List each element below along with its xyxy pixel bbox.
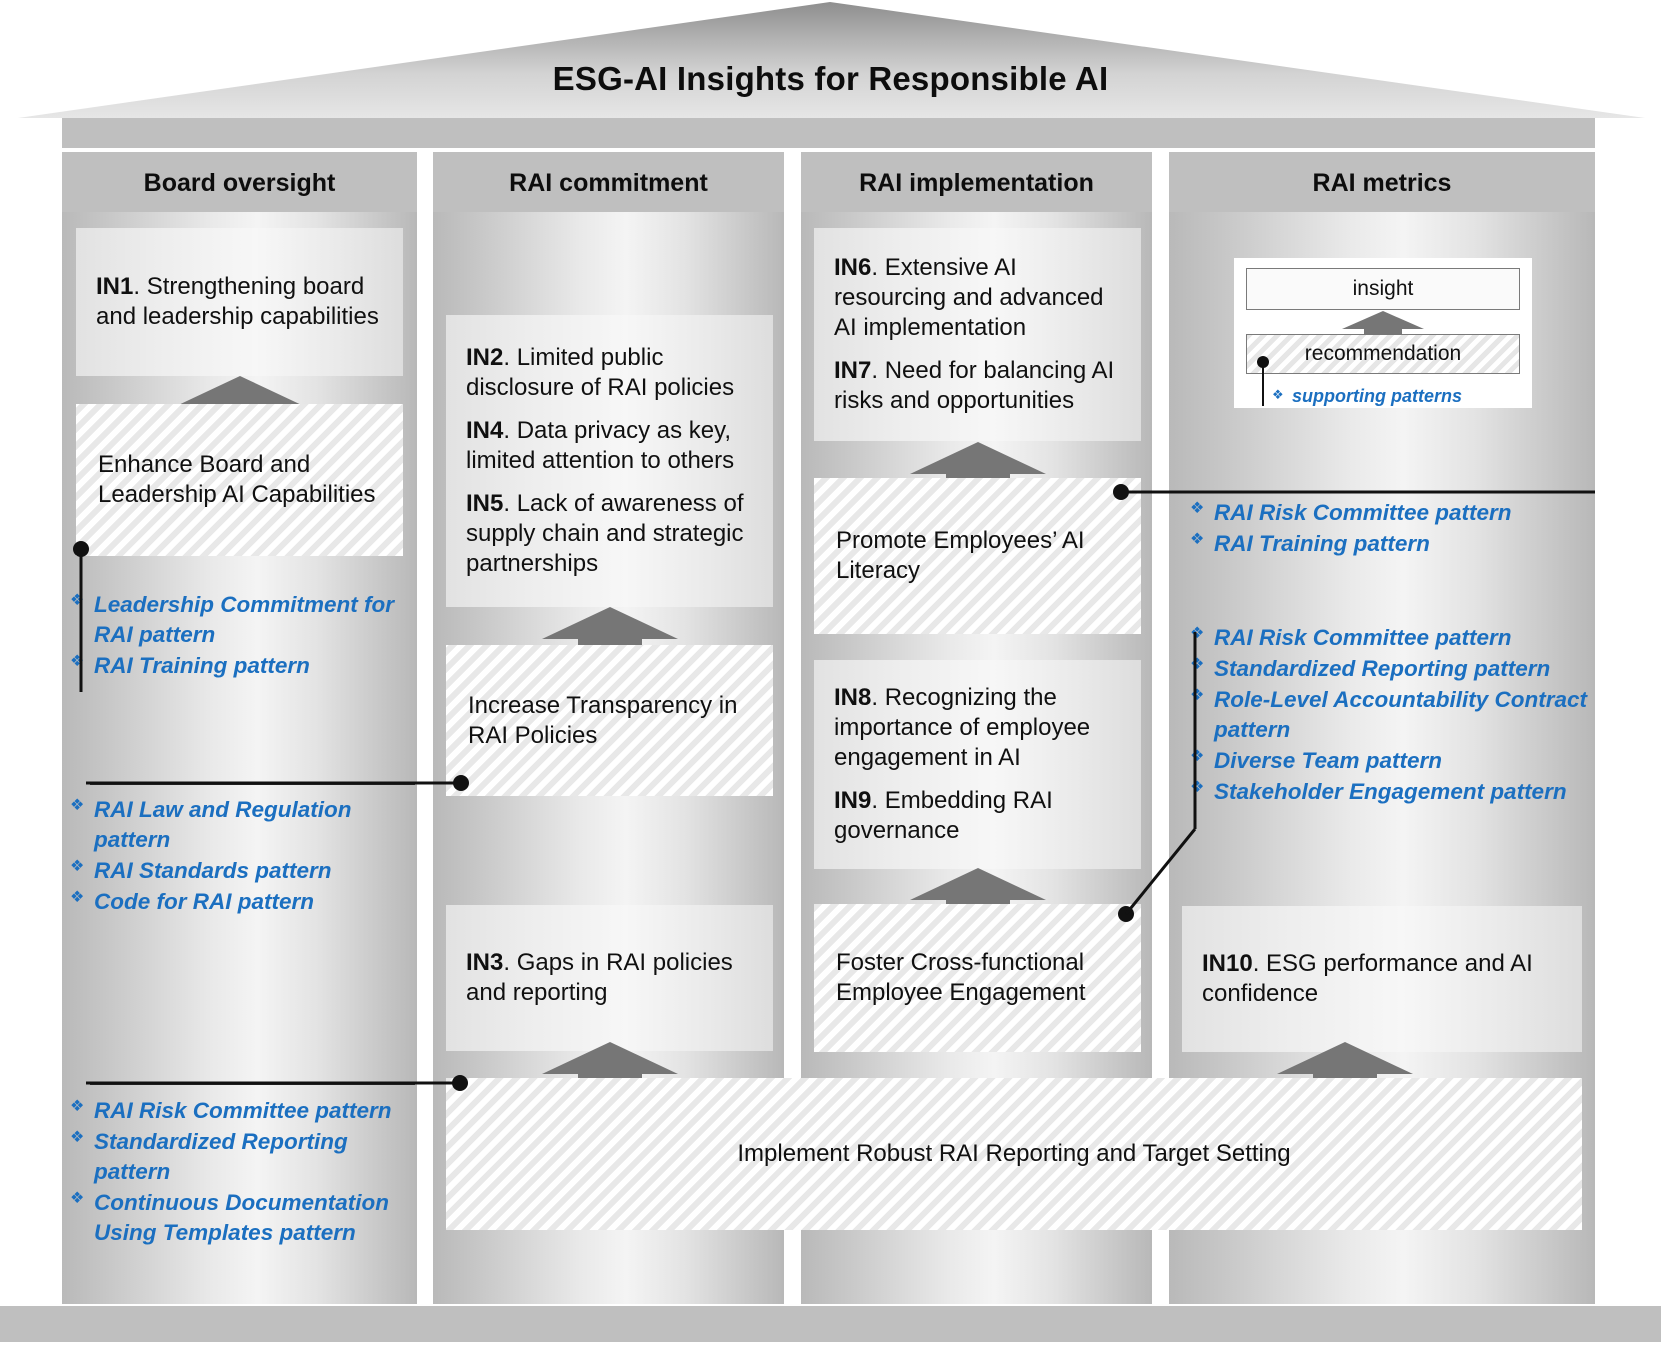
insight-box-in1[interactable]: IN1. Strengthening board and leadership … <box>76 228 403 376</box>
recommendation-text-rec5: Implement Robust RAI Reporting and Targe… <box>737 1140 1291 1167</box>
pattern-item: Standardized Reporting pattern <box>70 1127 420 1187</box>
pattern-item: Leadership Commitment for RAI pattern <box>70 590 415 650</box>
insight-text-in8: . Recognizing the importance of employee… <box>834 684 1091 771</box>
recommendation-box-rec3[interactable]: Promote Employees’ AI Literacy <box>814 478 1141 634</box>
insight-code-in5: IN5 <box>466 490 504 517</box>
pattern-item: RAI Law and Regulation pattern <box>70 795 415 855</box>
pattern-list-board-rec3: RAI Risk Committee pattern Standardized … <box>70 1096 420 1249</box>
recommendation-box-rec4[interactable]: Foster Cross-functional Employee Engagem… <box>814 904 1141 1052</box>
column-header-rai-implementation[interactable]: RAI implementation <box>801 152 1152 214</box>
pattern-list-board-rec1: Leadership Commitment for RAI pattern RA… <box>70 590 415 682</box>
column-header-rai-commitment[interactable]: RAI commitment <box>433 152 784 214</box>
base-bar <box>0 1306 1661 1342</box>
insight-box-in3[interactable]: IN3. Gaps in RAI policies and reporting <box>446 905 773 1051</box>
insight-box-commitment[interactable]: IN2. Limited public disclosure of RAI po… <box>446 315 773 607</box>
insight-text-in2: . Limited public disclosure of RAI polic… <box>466 344 735 401</box>
pattern-divider-board-3 <box>90 1083 415 1085</box>
arrow-up-rec3 <box>910 442 1046 486</box>
insight-code-in6: IN6 <box>834 254 872 281</box>
pattern-list-metrics-bottom: RAI Risk Committee pattern Standardized … <box>1190 623 1590 808</box>
insight-code-in7: IN7 <box>834 357 872 384</box>
legend-patterns-label: supporting patterns <box>1272 386 1520 407</box>
insight-text-in9: . Embedding RAI governance <box>834 787 1053 844</box>
pattern-list-metrics-top: RAI Risk Committee pattern RAI Training … <box>1190 498 1590 560</box>
pattern-item: Diverse Team pattern <box>1190 746 1590 776</box>
legend-insight-box: insight <box>1246 268 1520 310</box>
pattern-item: RAI Risk Committee pattern <box>70 1096 420 1126</box>
roof: ESG-AI Insights for Responsible AI <box>0 0 1661 138</box>
pattern-item: RAI Training pattern <box>70 651 415 681</box>
pattern-item: Standardized Reporting pattern <box>1190 654 1590 684</box>
recommendation-text-rec4: Foster Cross-functional Employee Engagem… <box>836 949 1086 1006</box>
insight-text-in5: . Lack of awareness of supply chain and … <box>466 490 744 577</box>
recommendation-box-rec5[interactable]: Implement Robust RAI Reporting and Targe… <box>446 1078 1582 1230</box>
roof-band <box>62 118 1595 148</box>
pattern-divider-board-2 <box>90 783 415 785</box>
insight-box-implementation-bottom[interactable]: IN8. Recognizing the importance of emplo… <box>814 660 1141 869</box>
pattern-item: Code for RAI pattern <box>70 887 415 917</box>
column-header-board-oversight[interactable]: Board oversight <box>62 152 417 214</box>
insight-code-in8: IN8 <box>834 684 872 711</box>
insight-text-in6: . Extensive AI resourcing and advanced A… <box>834 254 1104 341</box>
insight-text-in7: . Need for balancing AI risks and opport… <box>834 357 1115 414</box>
legend-box: insight recommendation supporting patter… <box>1234 258 1532 408</box>
pattern-item: RAI Training pattern <box>1190 529 1590 559</box>
legend-arrow-icon <box>1342 311 1424 335</box>
pattern-item: Continuous Documentation Using Templates… <box>70 1188 420 1248</box>
insight-code-in4: IN4 <box>466 417 504 444</box>
insight-text-in4: . Data privacy as key, limited attention… <box>466 417 735 474</box>
arrow-up-rec5-col4 <box>1277 1042 1413 1086</box>
insight-box-implementation-top[interactable]: IN6. Extensive AI resourcing and advance… <box>814 228 1141 441</box>
column-header-rai-metrics[interactable]: RAI metrics <box>1169 152 1595 214</box>
insight-text-in3: . Gaps in RAI policies and reporting <box>466 949 733 1006</box>
pattern-item: Stakeholder Engagement pattern <box>1190 777 1590 807</box>
insight-code-in10: IN10 <box>1202 950 1253 977</box>
legend-recommendation-box: recommendation <box>1246 334 1520 374</box>
pattern-list-board-rec2: RAI Law and Regulation pattern RAI Stand… <box>70 795 415 918</box>
pattern-item: RAI Risk Committee pattern <box>1190 498 1590 528</box>
insight-text-in1: . Strengthening board and leadership cap… <box>96 273 379 330</box>
recommendation-box-rec1[interactable]: Enhance Board and Leadership AI Capabili… <box>76 404 403 556</box>
legend-connector-icon <box>1257 356 1269 406</box>
pattern-item: RAI Risk Committee pattern <box>1190 623 1590 653</box>
insight-text-in10: . ESG performance and AI confidence <box>1202 950 1533 1007</box>
pattern-item: RAI Standards pattern <box>70 856 415 886</box>
pattern-item: Role-Level Accountability Contract patte… <box>1190 685 1590 745</box>
insight-code-in9: IN9 <box>834 787 872 814</box>
recommendation-text-rec2: Increase Transparency in RAI Policies <box>468 691 738 749</box>
insight-code-in1: IN1 <box>96 273 134 300</box>
arrow-up-rec2 <box>542 607 678 651</box>
insight-code-in2: IN2 <box>466 344 504 371</box>
insight-code-in3: IN3 <box>466 949 504 976</box>
arrow-up-rec4 <box>910 868 1046 912</box>
arrow-up-rec1 <box>172 376 308 420</box>
recommendation-text-rec1: Enhance Board and Leadership AI Capabili… <box>98 451 376 508</box>
recommendation-box-rec2[interactable]: Increase Transparency in RAI Policies <box>446 645 773 796</box>
roof-shape <box>18 2 1645 118</box>
page-title: ESG-AI Insights for Responsible AI <box>552 60 1109 97</box>
recommendation-text-rec3: Promote Employees’ AI Literacy <box>836 527 1085 584</box>
insight-box-in10[interactable]: IN10. ESG performance and AI confidence <box>1182 906 1582 1052</box>
arrow-up-rec5-col2 <box>542 1042 678 1086</box>
